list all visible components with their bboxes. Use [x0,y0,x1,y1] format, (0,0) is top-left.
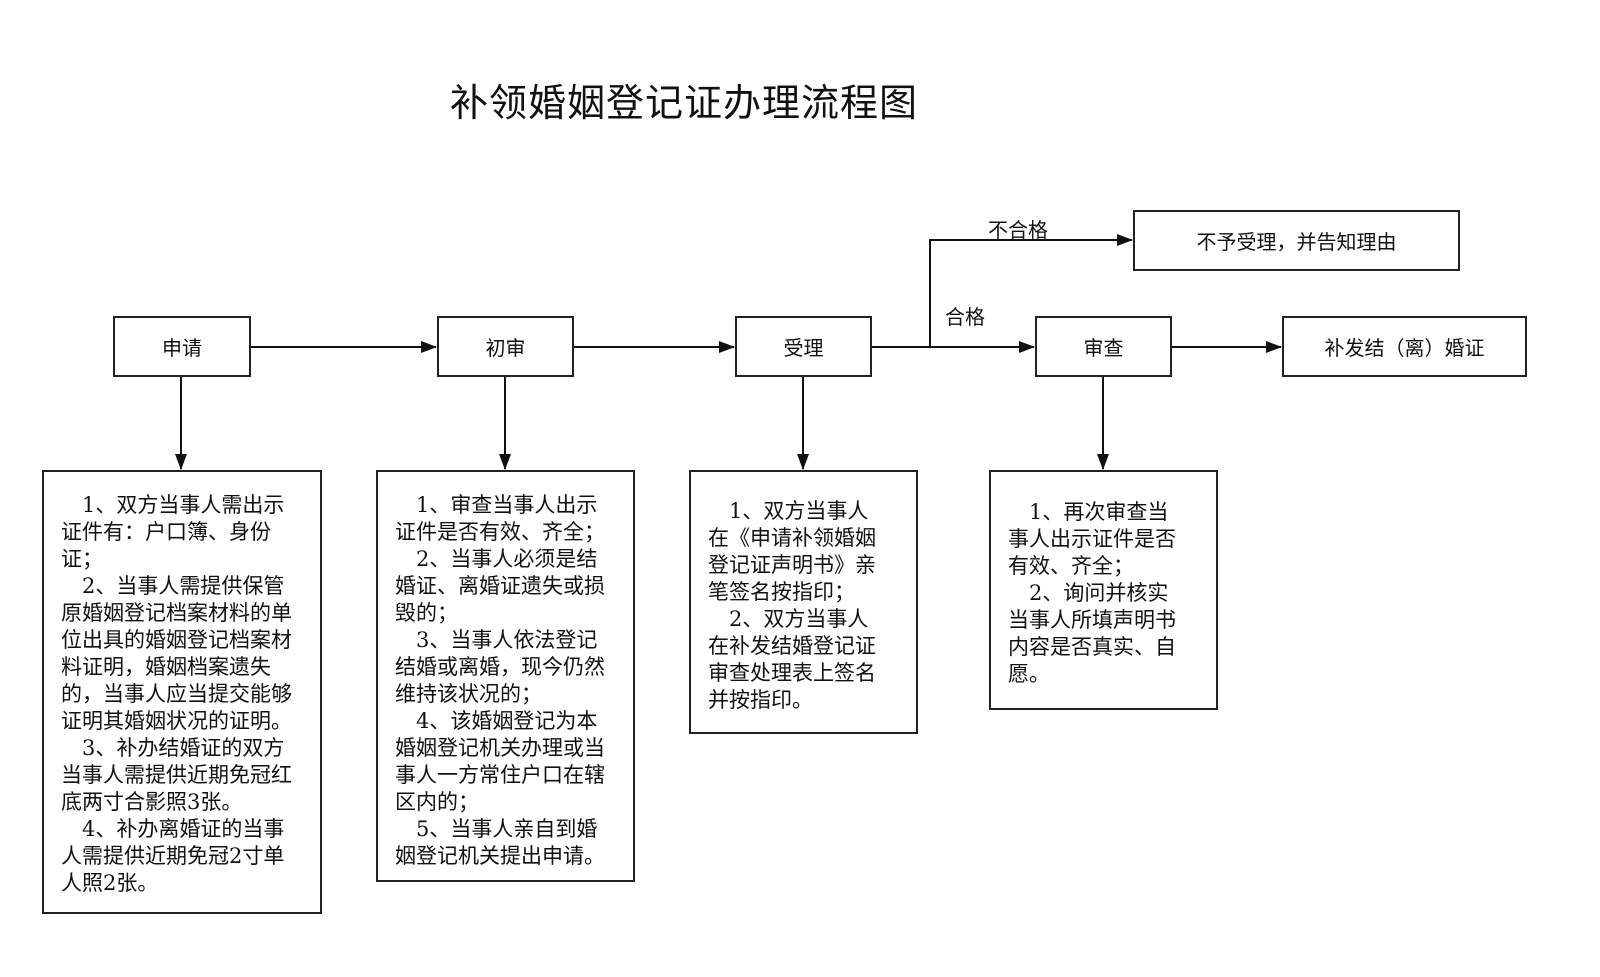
detail-line: 维持该状况的； [395,682,542,706]
detail-line: 审查处理表上签名 [708,661,876,685]
detail-line: 位出具的婚姻登记档案材 [61,628,292,652]
detail-line: 原婚姻登记档案材料的单 [61,601,292,625]
detail-line: 1、审查当事人出示 [395,493,598,517]
detail-line: 内容是否真实、自 [1008,635,1176,659]
detail-line: 证； [61,547,103,571]
detail-line: 5、当事人亲自到婚 [395,817,598,841]
detail-line: 当事人所填声明书 [1008,608,1176,632]
arrow-accept-to-reject [929,234,1133,347]
detail-line: 4、该婚姻登记为本 [395,709,598,733]
detail-line: 3、当事人依法登记 [395,628,598,652]
detail-line: 事人出示证件是否 [1008,527,1176,551]
detail-line: 人照2张。 [61,871,159,895]
detail-line: 证件是否有效、齐全； [395,520,605,544]
detail-line: 的，当事人应当提交能够 [61,682,292,706]
node-reject: 不予受理，并告知理由 [1133,210,1460,271]
page-title: 补领婚姻登记证办理流程图 [450,81,919,125]
detail-line: 料证明，婚姻档案遗失 [61,655,271,679]
detail-line: 婚姻登记机关办理或当 [395,736,605,760]
detail-line: 婚证、离婚证遗失或损 [395,574,605,598]
detail-line: 证件有：户口簿、身份 [61,520,271,544]
detail-line: 有效、齐全； [1008,554,1134,578]
detail-line: 证明其婚姻状况的证明。 [61,709,292,733]
detail-line: 2、双方当事人 [708,607,869,631]
detail-accept: 1、双方当事人在《申请补领婚姻登记证声明书》亲笔签名按指印； 2、双方当事人在补… [689,470,918,734]
node-apply: 申请 [113,316,251,377]
detail-line: 2、当事人必须是结 [395,547,598,571]
edge-label-fail: 不合格 [988,218,1048,242]
detail-line: 1、双方当事人 [708,499,869,523]
detail-line: 并按指印。 [708,688,813,712]
detail-apply: 1、双方当事人需出示证件有：户口簿、身份证； 2、当事人需提供保管原婚姻登记档案… [42,470,322,914]
detail-line: 区内的； [395,790,479,814]
detail-line: 当事人需提供近期免冠红 [61,763,292,787]
detail-line: 登记证声明书》亲 [708,553,876,577]
node-review: 审查 [1035,316,1172,377]
detail-review: 1、再次审查当事人出示证件是否有效、齐全； 2、询问并核实当事人所填声明书内容是… [989,470,1218,710]
detail-line: 在补发结婚登记证 [708,634,876,658]
detail-line: 愿。 [1008,662,1050,686]
detail-line: 结婚或离婚，现今仍然 [395,655,605,679]
detail-line: 3、补办结婚证的双方 [61,736,285,760]
detail-line: 人需提供近期免冠2寸单 [61,844,285,868]
detail-line: 在《申请补领婚姻 [708,526,876,550]
detail-line: 4、补办离婚证的当事 [61,817,285,841]
detail-line: 姻登记机关提出申请。 [395,844,605,868]
node-initial-review: 初审 [437,316,574,377]
edge-label-pass: 合格 [945,305,985,329]
detail-line: 笔签名按指印； [708,580,855,604]
detail-line: 1、双方当事人需出示 [61,493,285,517]
detail-line: 2、询问并核实 [1008,581,1169,605]
node-reissue: 补发结（离）婚证 [1282,316,1527,377]
detail-line: 事人一方常住户口在辖 [395,763,605,787]
detail-line: 毁的； [395,601,458,625]
detail-line: 2、当事人需提供保管 [61,574,285,598]
node-accept: 受理 [735,316,872,377]
detail-line: 1、再次审查当 [1008,500,1169,524]
detail-initial-review: 1、审查当事人出示证件是否有效、齐全； 2、当事人必须是结婚证、离婚证遗失或损毁… [376,470,635,882]
detail-line: 底两寸合影照3张。 [61,790,243,814]
